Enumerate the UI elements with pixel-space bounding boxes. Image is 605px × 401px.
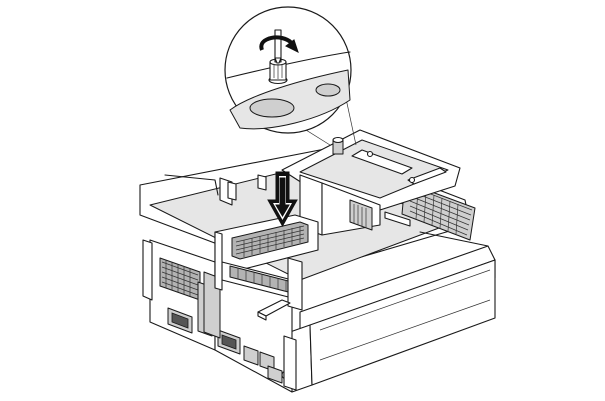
riser-cage-icon: [281, 129, 461, 236]
screwdriver-icon: [274, 29, 282, 64]
down-arrow-icon: [267, 171, 298, 228]
vent-grille: [159, 257, 201, 301]
rotation-arrow-icon: [259, 35, 299, 53]
pcie-adapter: [214, 214, 319, 321]
detail-callout: [224, 6, 352, 134]
thumbscrew-icon: [268, 58, 288, 85]
